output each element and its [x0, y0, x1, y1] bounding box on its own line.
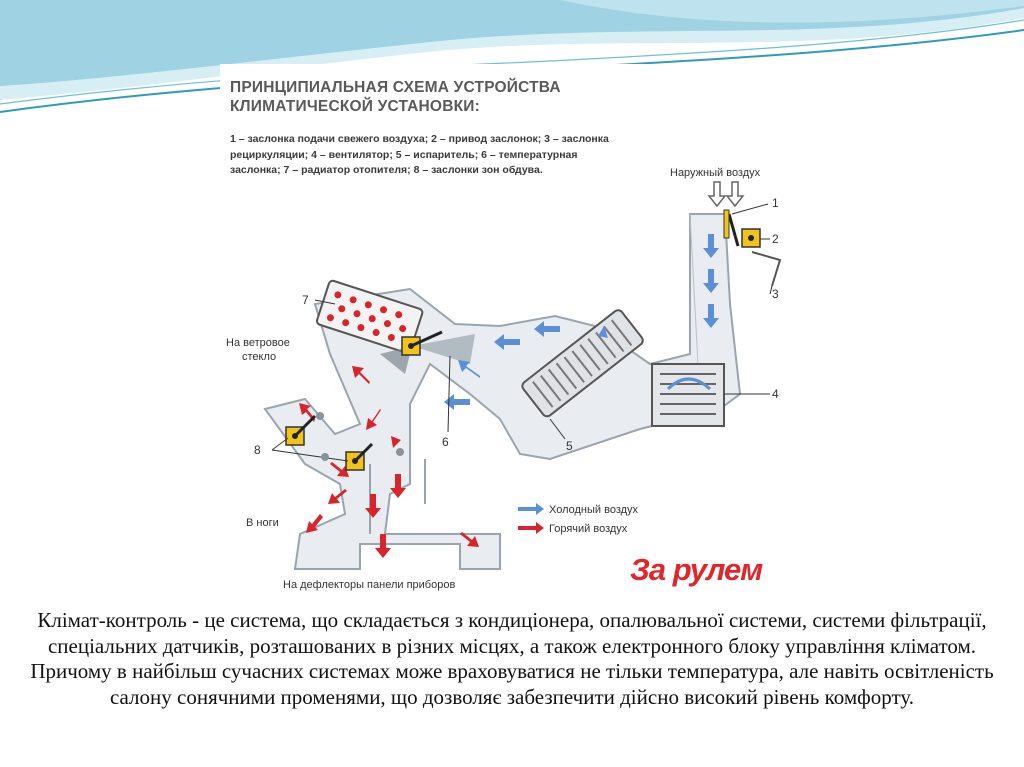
marker-6: 6 [442, 435, 449, 449]
outside-air-arrows [707, 181, 745, 208]
marker-2: 2 [772, 232, 779, 246]
windshield-label-line1: На ветровое [226, 337, 290, 349]
evaporator [521, 309, 644, 418]
marker-7: 7 [302, 293, 309, 307]
feet-label: В ноги [246, 517, 279, 529]
marker-3: 3 [772, 287, 779, 301]
fresh-air-flap [723, 209, 730, 239]
slide-wave-decoration [0, 0, 1024, 113]
slide-caption: Клімат-контроль - це система, що складає… [30, 608, 994, 709]
dash-vents-label: На дефлекторы панели приборов [283, 579, 455, 591]
diagram-legend-text: 1 – заслонка подачи свежего воздуха; 2 –… [230, 133, 609, 176]
actuator-icons [285, 228, 761, 471]
recirculation-flap [751, 251, 782, 287]
legend-hot: Горячий воздух [549, 523, 628, 535]
marker-1: 1 [772, 196, 779, 210]
temperature-flap [412, 334, 475, 364]
marker-4: 4 [772, 387, 779, 401]
marker-8: 8 [254, 443, 261, 457]
climate-diagram-figure: Наружный воздух На ветровое стекло В ног… [220, 64, 805, 604]
legend-cold: Холодный воздух [549, 504, 639, 516]
marker-5: 5 [566, 439, 573, 453]
outside-air-label: Наружный воздух [670, 167, 761, 179]
diagram-title: ПРИНЦИПИАЛЬНАЯ СХЕМА УСТРОЙСТВА КЛИМАТИЧ… [230, 79, 561, 115]
brand-logo: За рулем [630, 552, 763, 587]
blower-fan [651, 363, 725, 427]
hot-air-arrows [299, 366, 479, 558]
flow-legend: Холодный воздух Горячий воздух [518, 503, 639, 535]
windshield-label-line2: стекло [242, 351, 276, 363]
hvac-schematic: Наружный воздух На ветровое стекло В ног… [226, 167, 782, 591]
cold-air-arrows [444, 234, 719, 410]
